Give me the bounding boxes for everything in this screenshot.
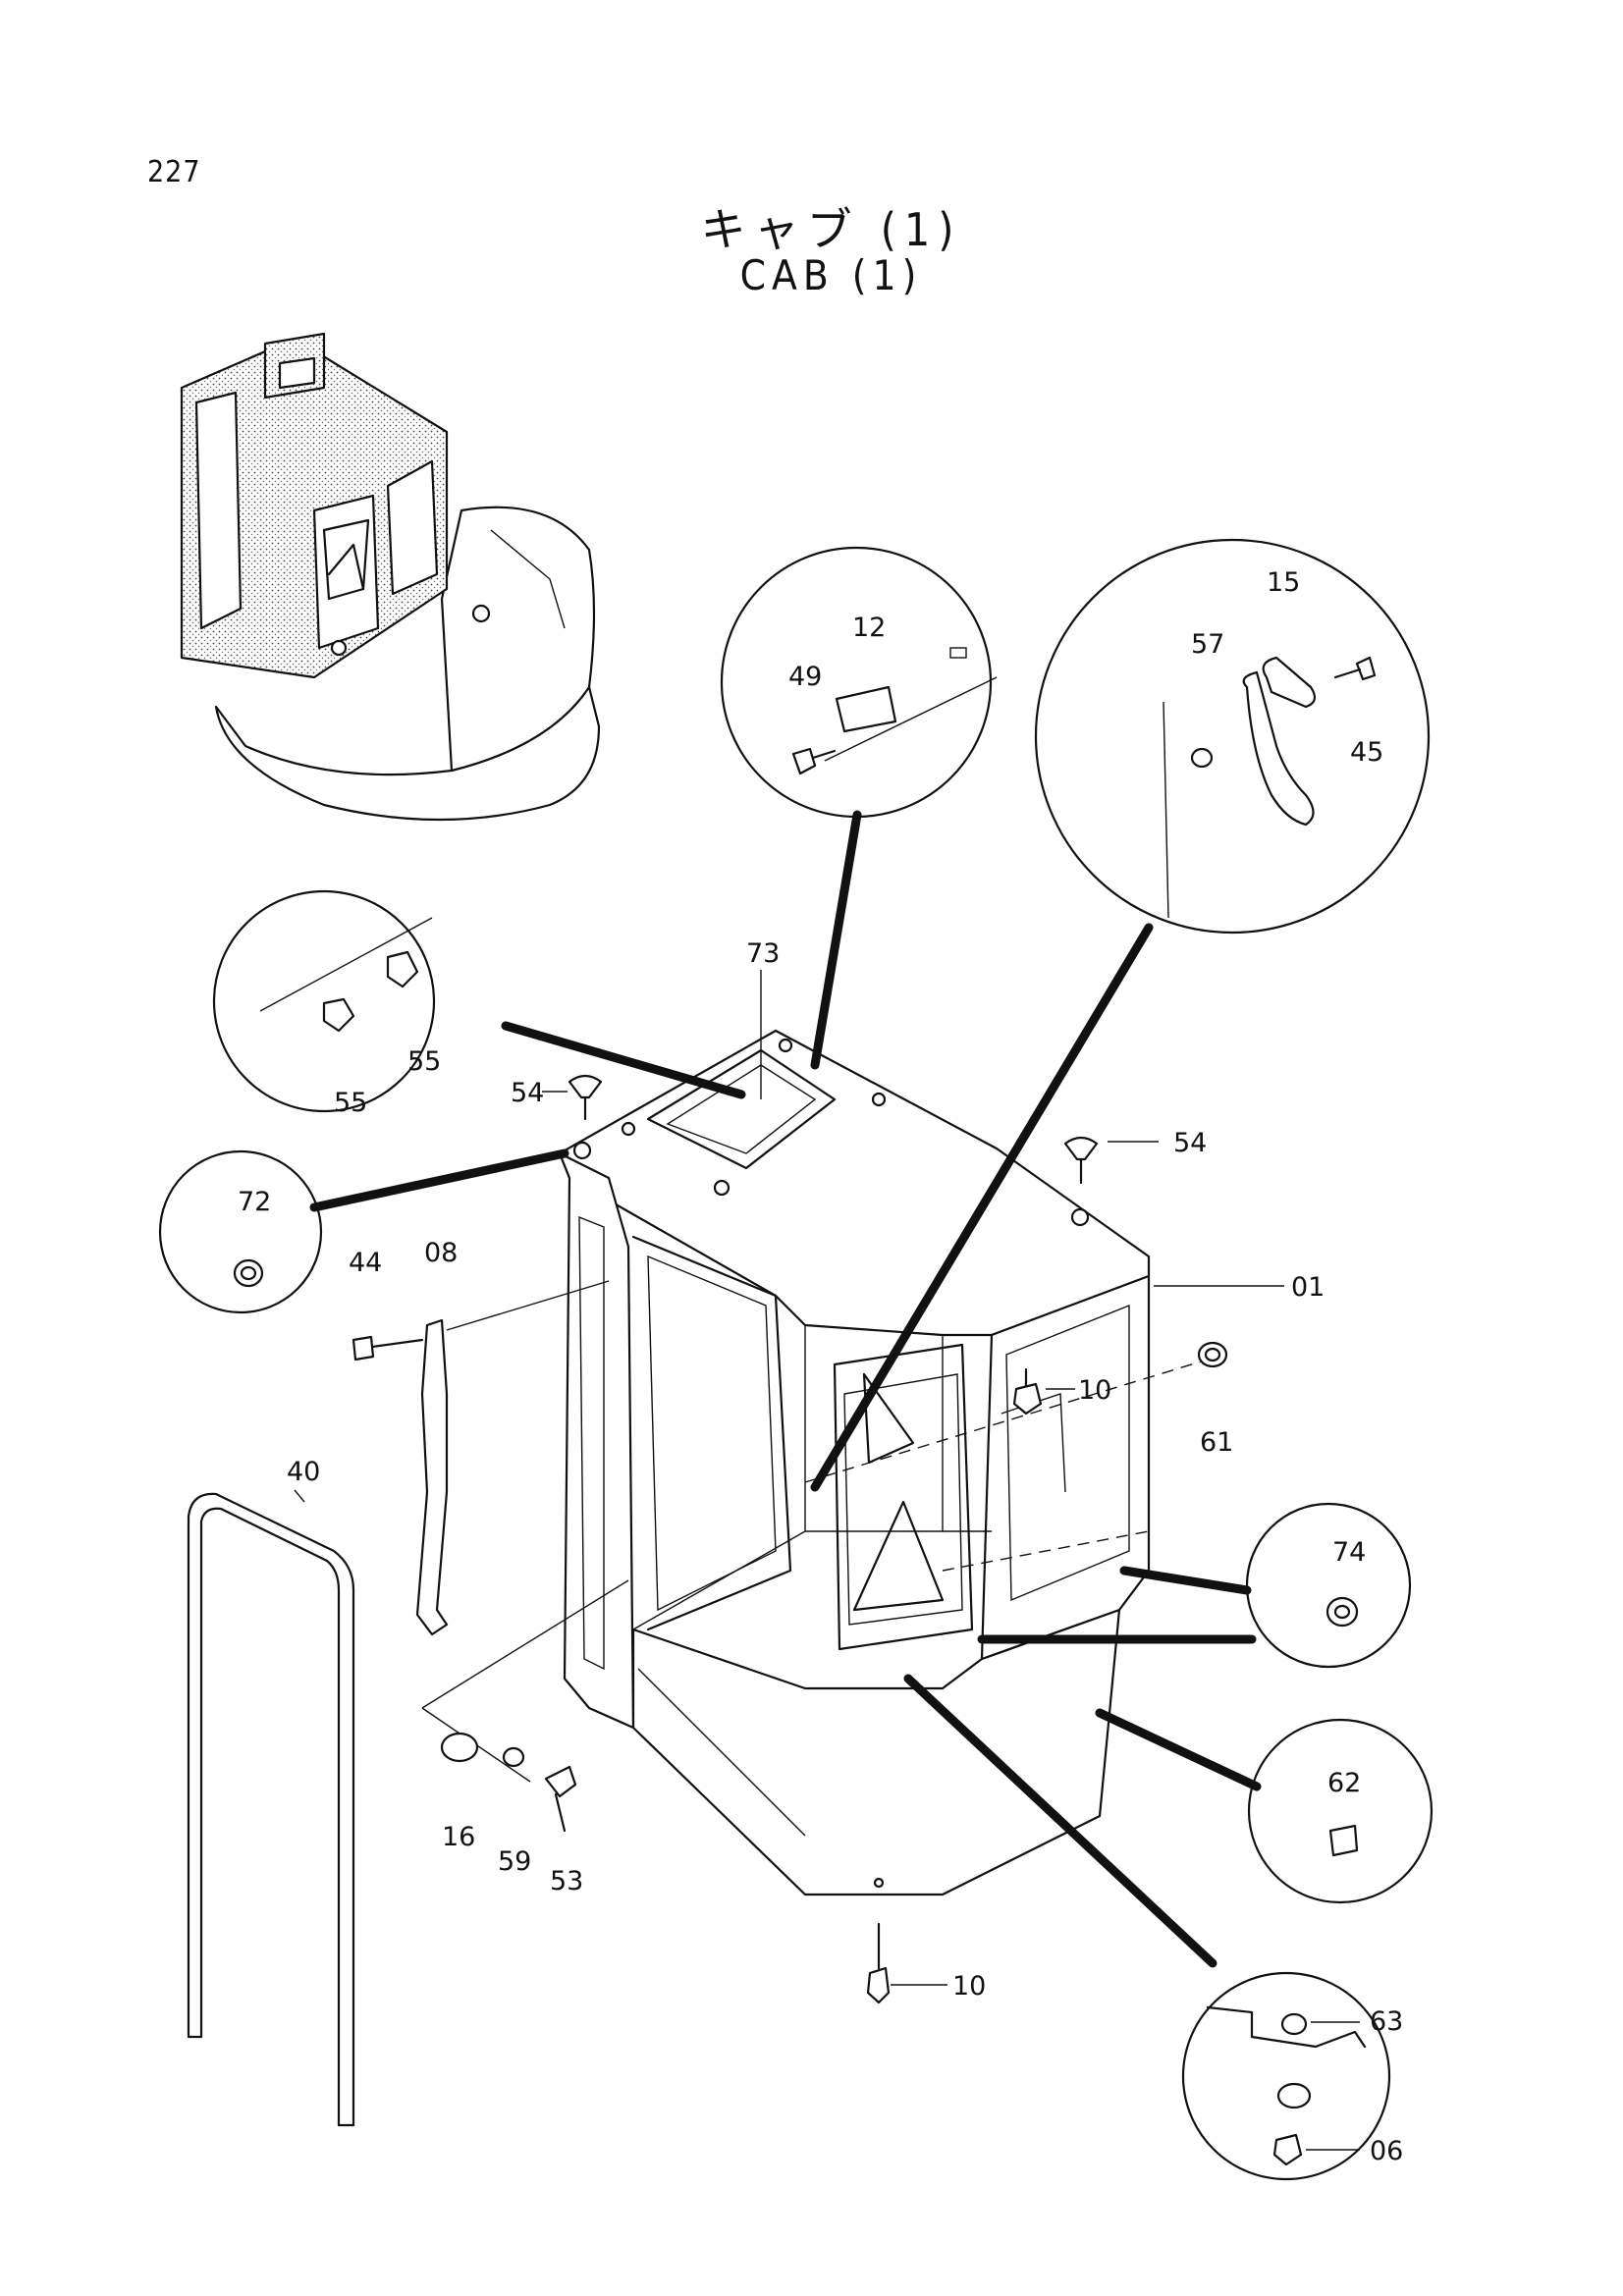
callout-10-upper: 10: [1078, 1375, 1111, 1406]
callout-74: 74: [1332, 1537, 1366, 1568]
page-number: 227: [147, 155, 201, 189]
callout-01: 01: [1291, 1272, 1325, 1303]
callout-53: 53: [550, 1866, 583, 1896]
title-english: CAB (1): [739, 251, 923, 299]
callout-72: 72: [238, 1187, 271, 1217]
grommet-61: [1197, 1341, 1228, 1368]
callout-labels: 01 06 08 10 10 12 15 16 40 44 45 49 53 5…: [238, 567, 1403, 2166]
callout-16: 16: [442, 1822, 475, 1852]
lower-fastener-parts: [421, 1579, 629, 1833]
callout-49: 49: [788, 662, 822, 692]
title-japanese: キャブ (1): [700, 203, 962, 256]
detail-circle-62: [1247, 1718, 1434, 1904]
callout-55-right: 55: [407, 1046, 441, 1077]
callout-06: 06: [1370, 2136, 1403, 2166]
callout-73: 73: [746, 938, 780, 969]
cab-main-frame: [558, 1029, 1209, 1896]
callout-12: 12: [852, 613, 886, 643]
rivet-parts: [568, 1074, 1099, 1185]
callout-08: 08: [424, 1238, 458, 1268]
handle-part: [352, 1280, 610, 1636]
callout-44: 44: [349, 1248, 382, 1278]
callout-57: 57: [1191, 629, 1224, 660]
callout-54-right: 54: [1173, 1128, 1207, 1158]
machine-overview: [180, 332, 601, 822]
callout-59: 59: [498, 1846, 531, 1877]
detail-circle-55: [212, 889, 436, 1113]
callout-54-left: 54: [511, 1078, 544, 1108]
detail-circle-72: [158, 1149, 323, 1314]
bolt-parts: [866, 1367, 1043, 2004]
callout-55-left: 55: [334, 1088, 367, 1118]
callout-leaders: [294, 1091, 1360, 2151]
callout-15: 15: [1267, 567, 1300, 598]
callout-40: 40: [287, 1457, 320, 1487]
callout-62: 62: [1327, 1768, 1361, 1798]
detail-circle-12: [720, 546, 998, 819]
detail-circle-15: [1034, 538, 1431, 934]
callout-45: 45: [1350, 737, 1383, 768]
callout-10-lower: 10: [952, 1971, 986, 2002]
callout-61: 61: [1200, 1427, 1233, 1458]
detail-circle-74: [1245, 1502, 1412, 1669]
callout-63: 63: [1370, 2006, 1403, 2037]
detail-circle-06: [1181, 1971, 1391, 2181]
seal-loop-part: [187, 1492, 355, 2127]
detail-leaders: [309, 810, 1262, 1968]
